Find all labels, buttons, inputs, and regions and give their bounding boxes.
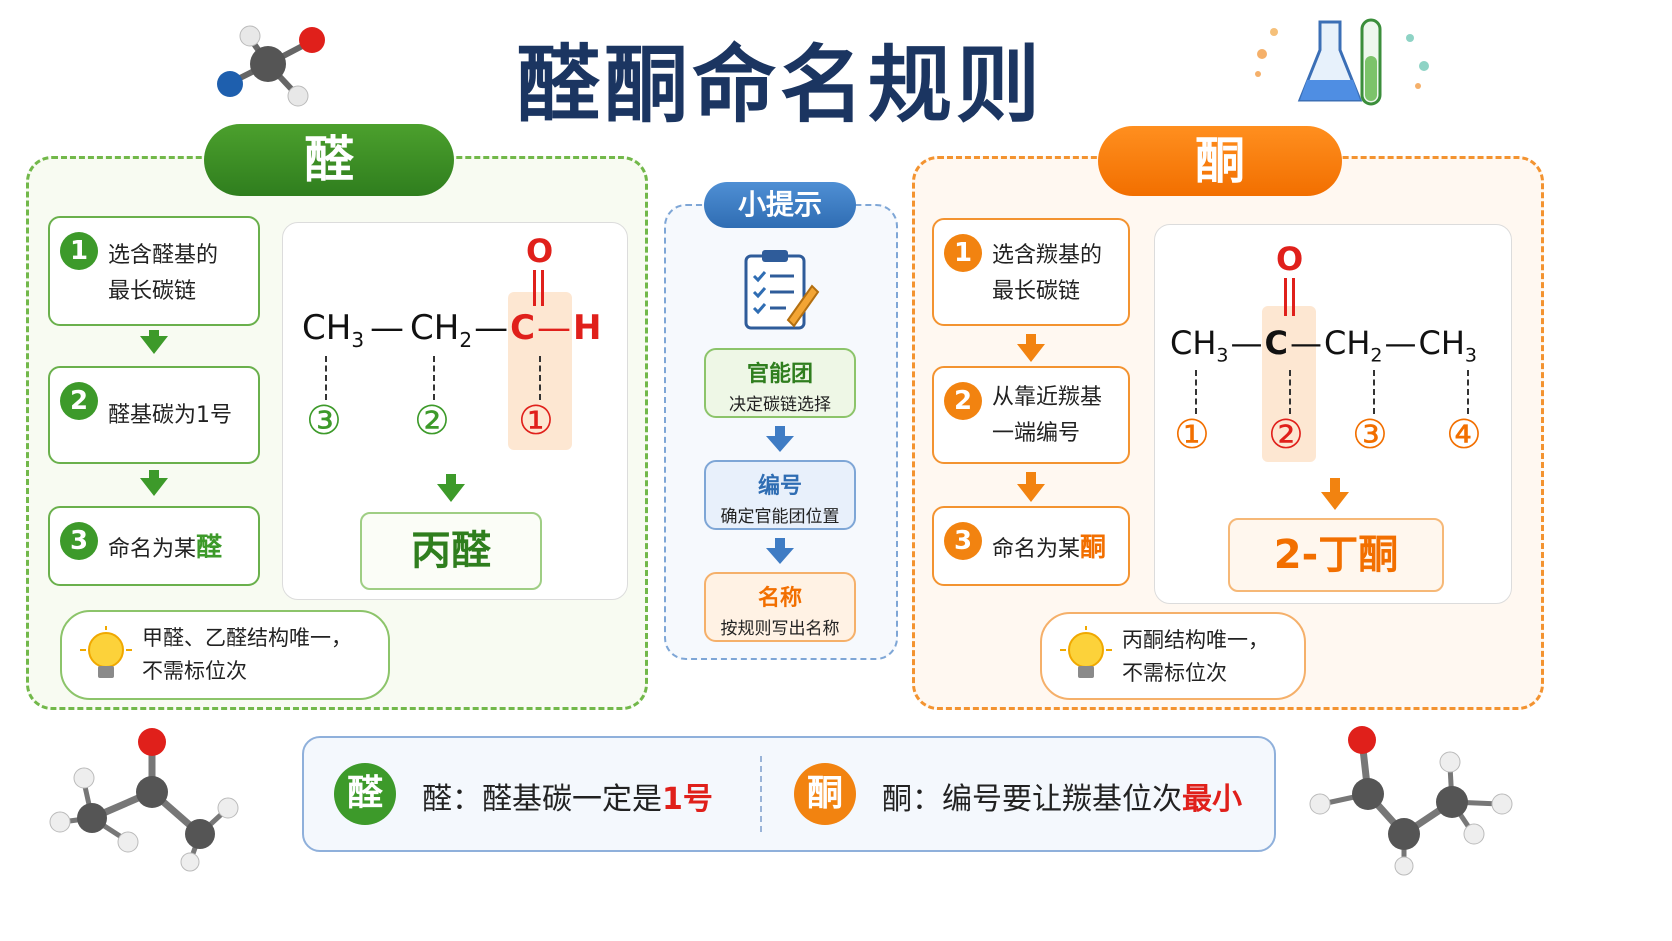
arrow-stem xyxy=(1026,472,1036,486)
aldehyde-header: 醛 xyxy=(204,124,454,196)
aldehyde-step-2: 2 醛基碳为1号 xyxy=(48,366,260,464)
flask-icon xyxy=(1255,18,1429,106)
dash-line xyxy=(1195,370,1197,414)
aldehyde-result: 丙醛 xyxy=(360,512,542,590)
carbon-number: ② xyxy=(414,398,450,444)
step-number: 3 xyxy=(60,522,98,560)
ketone-result: 2-丁酮 xyxy=(1228,518,1444,592)
step-number: 2 xyxy=(60,382,98,420)
dash-line xyxy=(325,356,327,400)
aldehyde-chain: CH3—CH2—C—H xyxy=(302,308,602,352)
step-text: 选含醛基的 最长碳链 xyxy=(108,243,219,304)
note-text: 甲醛、乙醛结构唯一， 不需标位次 xyxy=(142,626,352,683)
clipboard-icon xyxy=(744,250,820,330)
ketone-note: 丙酮结构唯一， 不需标位次 xyxy=(1040,612,1306,700)
dash-line xyxy=(1467,370,1469,414)
arrow-down-icon xyxy=(140,336,168,354)
step-text: 醛基碳为1号 xyxy=(108,403,232,428)
tips-header: 小提示 xyxy=(704,182,856,228)
summary-bar: 醛 醛：醛基碳一定是1号 酮 酮：编号要让羰基位次最小 xyxy=(302,736,1276,852)
arrow-down-icon xyxy=(1321,492,1349,510)
carbon-number: ① xyxy=(1174,412,1210,458)
arrow-down-icon xyxy=(140,478,168,496)
double-bond-b xyxy=(1292,278,1295,316)
step-number: 3 xyxy=(944,522,982,560)
double-bond-b xyxy=(541,270,544,306)
tip-item-2: 编号 确定官能团位置 xyxy=(704,460,856,530)
arrow-stem xyxy=(446,474,456,486)
aldehyde-step-1: 1 选含醛基的 最长碳链 xyxy=(48,216,260,326)
arrow-stem xyxy=(149,470,159,480)
ketone-chain: CH3—C—CH2—CH3 xyxy=(1170,324,1477,367)
ketone-step-1: 1 选含羰基的 最长碳链 xyxy=(932,218,1130,326)
arrow-stem xyxy=(149,330,159,340)
dash-line xyxy=(1289,370,1291,414)
aldehyde-badge: 醛 xyxy=(334,763,396,825)
arrow-down-icon xyxy=(766,436,794,452)
arrow-stem xyxy=(1026,334,1036,346)
step-number: 1 xyxy=(60,232,98,270)
dash-line xyxy=(539,356,541,400)
carbon-number: ② xyxy=(1268,412,1304,458)
aldehyde-step-3: 3 命名为某醛 xyxy=(48,506,260,586)
aldehyde-summary: 醛：醛基碳一定是1号 xyxy=(422,782,713,817)
arrow-down-icon xyxy=(1017,484,1045,502)
step-text: 从靠近羰基 一端编号 xyxy=(992,385,1103,446)
molecule-icon xyxy=(49,728,239,872)
ketone-step-2: 2 从靠近羰基 一端编号 xyxy=(932,366,1130,464)
divider xyxy=(760,756,762,832)
lightbulb-icon xyxy=(80,626,132,678)
ketone-badge: 酮 xyxy=(794,763,856,825)
molecule-icon xyxy=(1309,726,1513,876)
aldehyde-note: 甲醛、乙醛结构唯一， 不需标位次 xyxy=(60,610,390,700)
arrow-down-icon xyxy=(766,548,794,564)
carbon-number: ③ xyxy=(306,398,342,444)
carbon-number: ④ xyxy=(1446,412,1482,458)
ketone-step-3: 3 命名为某酮 xyxy=(932,506,1130,586)
oxygen-label: O xyxy=(526,232,554,270)
double-bond-a xyxy=(533,270,536,306)
dash-line xyxy=(433,356,435,400)
arrow-down-icon xyxy=(437,484,465,502)
tip-item-3: 名称 按规则写出名称 xyxy=(704,572,856,642)
step-text: 命名为某醛 xyxy=(108,533,223,563)
tip-item-1: 官能团 决定碳链选择 xyxy=(704,348,856,418)
step-text: 选含羰基的 最长碳链 xyxy=(992,243,1103,304)
dash-line xyxy=(1373,370,1375,414)
carbon-number: ③ xyxy=(1352,412,1388,458)
lightbulb-icon xyxy=(1060,626,1112,678)
arrow-stem xyxy=(1330,478,1340,494)
arrow-down-icon xyxy=(1017,344,1045,362)
molecule-icon xyxy=(217,25,325,107)
arrow-stem xyxy=(775,426,785,438)
arrow-stem xyxy=(775,538,785,550)
step-text: 命名为某酮 xyxy=(992,533,1107,563)
step-number: 2 xyxy=(944,382,982,420)
double-bond-a xyxy=(1284,278,1287,316)
note-text: 丙酮结构唯一， 不需标位次 xyxy=(1122,628,1269,685)
step-number: 1 xyxy=(944,234,982,272)
ketone-summary: 酮：编号要让羰基位次最小 xyxy=(882,782,1242,817)
ketone-header: 酮 xyxy=(1098,126,1342,196)
carbon-number: ① xyxy=(518,398,554,444)
page-title: 醛酮命名规则 xyxy=(515,36,1044,134)
oxygen-label: O xyxy=(1276,240,1304,278)
